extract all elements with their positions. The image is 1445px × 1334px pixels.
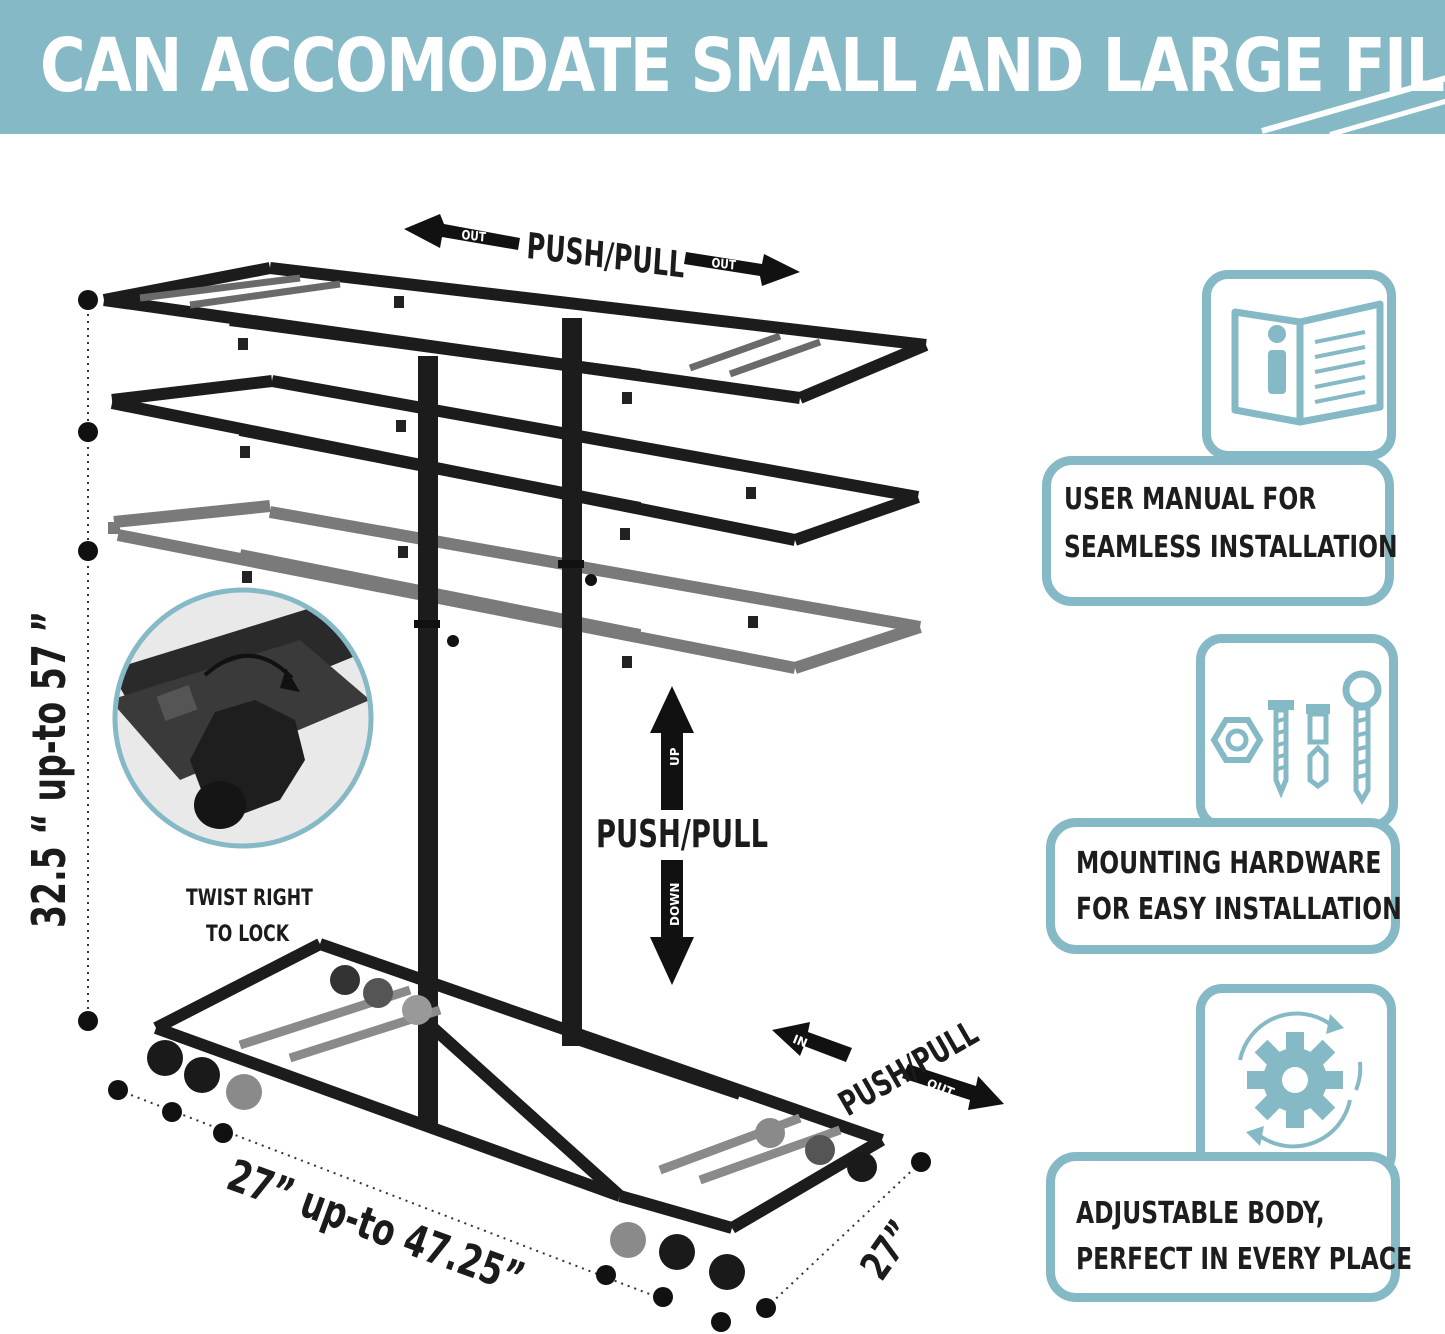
rack-illustration: [78, 214, 1004, 1332]
mid-push-pull-label: PUSH/PULL: [596, 812, 769, 856]
height-dimension: [78, 290, 98, 1031]
header-banner: CAN ACCOMODATE SMALL AND LARGE FILES: [0, 0, 1445, 134]
feature-text-box: [1046, 1152, 1400, 1302]
twist-label-line2: TO LOCK: [206, 922, 290, 947]
height-dimension-label: 32.5 “ up-to 57 ”: [22, 610, 76, 928]
base-arrows: [772, 1022, 1004, 1110]
top-arrows: [404, 214, 800, 286]
gear-cycle-icon: [1238, 1011, 1363, 1149]
feature-line2: PERFECT IN EVERY PLACE: [1076, 1242, 1413, 1277]
feature-line1: ADJUSTABLE BODY,: [1076, 1196, 1325, 1231]
up-label: UP: [668, 747, 682, 766]
top-shelf-inner-rails: [139, 274, 822, 378]
depth-dimension: [756, 1152, 931, 1318]
shelf-knobs: [238, 296, 758, 668]
hardware-icon: [1210, 670, 1382, 805]
feature-line2: FOR EASY INSTALLATION: [1076, 892, 1402, 927]
feature-line1: MOUNTING HARDWARE: [1076, 846, 1382, 881]
feature-line2: SEAMLESS INSTALLATION: [1064, 530, 1398, 565]
twist-label-line1: TWIST RIGHT: [186, 886, 313, 911]
casters: [147, 965, 877, 1290]
updown-arrow: [650, 686, 694, 985]
top-out-left-label: OUT: [460, 228, 487, 246]
shelf-frame-middle: [110, 375, 920, 546]
knob-detail-circle: [112, 587, 374, 849]
length-dimension: [108, 1080, 731, 1332]
top-out-right-label: OUT: [710, 256, 737, 274]
base-frame: [153, 938, 886, 1234]
book-info-icon: [1231, 300, 1384, 426]
feature-line1: USER MANUAL FOR: [1064, 482, 1317, 517]
feature-text-box: [1042, 456, 1394, 606]
down-label: DOWN: [668, 882, 682, 926]
vertical-posts: [414, 318, 597, 1128]
feature-text-box: [1046, 818, 1400, 954]
banner-title: CAN ACCOMODATE SMALL AND LARGE FILES: [40, 23, 1445, 109]
